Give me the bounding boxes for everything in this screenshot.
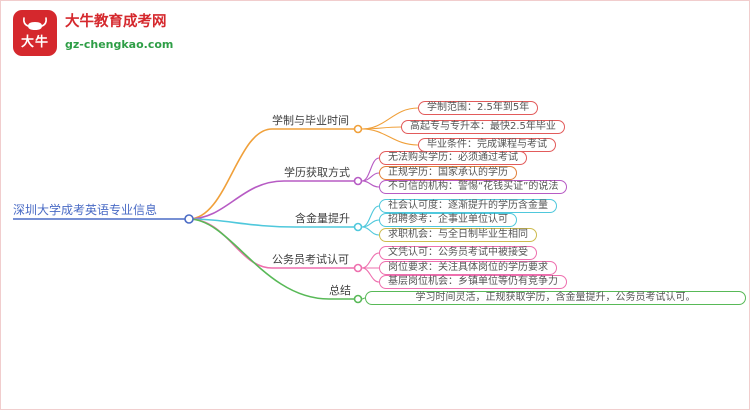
site-domain: gz-chengkao.com [65,38,174,51]
branch-curve-1 [188,180,285,220]
leaf-curve-2-2 [361,226,380,236]
leaf-node: 基层岗位机会：乡镇单位等仍有竞争力 [379,275,567,289]
branch-node-circle-4 [353,294,363,304]
logo-badge: 大牛 [13,10,57,56]
branch-curve-2 [188,218,296,228]
branch-topic-value: 含金量提升 [295,212,350,225]
leaf-node: 文凭认可：公务员考试中被接受 [379,246,537,260]
leaf-curve-0-2 [361,128,419,146]
leaf-curve-3-2 [361,267,380,283]
branch-topic-civil: 公务员考试认可 [272,253,349,266]
leaf-node: 求职机会：与全日制毕业生相同 [379,228,537,242]
branch-topic-degree: 学历获取方式 [284,166,350,179]
leaf-node: 招聘参考：企事业单位认可 [379,213,517,227]
leaf-node: 毕业条件：完成课程与考试 [418,138,556,152]
branch-node-circle-3 [353,263,363,273]
branch-curve-3 [188,218,273,269]
logo-badge-label: 大牛 [20,35,49,50]
leaf-node: 社会认可度：逐渐提升的学历含金量 [379,199,557,213]
branch-topic-summary: 总结 [329,284,351,297]
leaf-node: 学制范围：2.5年到5年 [418,101,539,115]
leaf-curve-3-0 [361,252,380,269]
leaf-node: 高起专与专升本：最快2.5年毕业 [401,120,565,134]
leaf-node: 岗位要求：关注具体岗位的学历要求 [379,261,557,275]
branch-node-circle-0 [353,124,363,134]
site-logo: 大牛 大牛教育成考网 gz-chengkao.com [13,10,173,56]
leaf-curve-1-2 [361,180,380,188]
branch-curve-0 [188,128,273,220]
bull-icon [22,16,48,36]
leaf-node: 无法购买学历：必须通过考试 [379,151,527,165]
leaf-node-summary: 学习时间灵活，正规获取学历，含金量提升，公务员考试认可。 [365,291,746,305]
branch-curve-4 [188,218,330,300]
brand-name: 大牛教育成考网 [65,14,167,30]
root-topic: 深圳大学成考英语专业信息 [13,203,158,217]
branch-topic-duration: 学制与毕业时间 [272,114,349,127]
branch-node-circle-2 [353,222,363,232]
root-node-circle [184,214,194,224]
branch-node-circle-1 [353,176,363,186]
leaf-node: 正规学历：国家承认的学历 [379,166,517,180]
leaf-node: 不可信的机构：警惕“花钱买证”的说法 [379,180,568,194]
